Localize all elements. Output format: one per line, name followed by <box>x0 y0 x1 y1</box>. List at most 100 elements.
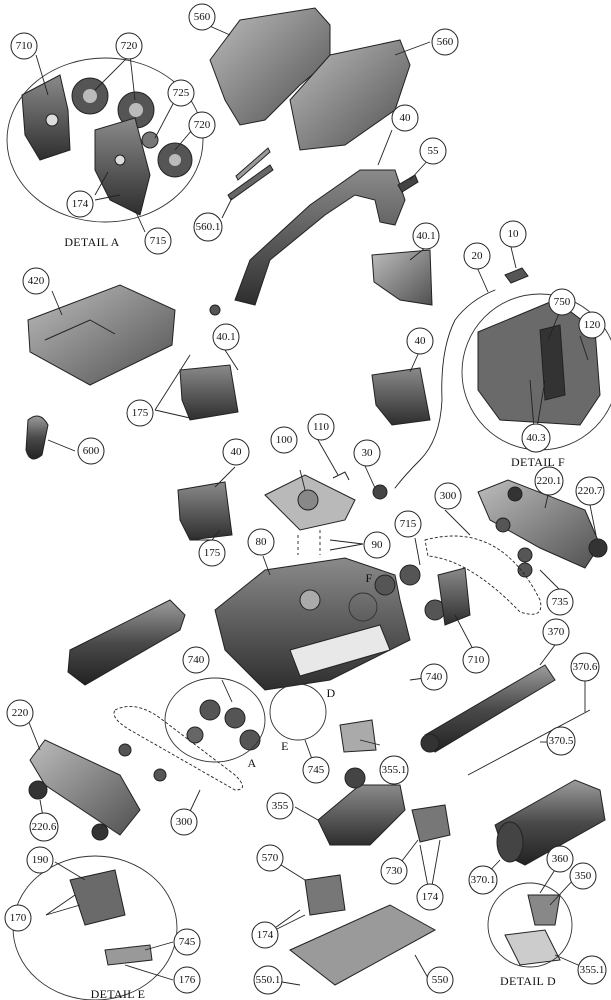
svg-text:710: 710 <box>468 654 485 666</box>
svg-text:40.3: 40.3 <box>526 432 546 444</box>
callout-370-6: 370.6 <box>570 652 600 682</box>
svg-text:174: 174 <box>72 198 89 210</box>
callout-80: 80 <box>247 528 275 556</box>
svg-text:220.6: 220.6 <box>32 821 57 833</box>
callout-370-5: 370.5 <box>546 726 576 756</box>
svg-text:40.1: 40.1 <box>416 230 435 242</box>
callout-300b: 300 <box>170 808 198 836</box>
svg-text:745: 745 <box>179 936 196 948</box>
callout-90: 90 <box>363 531 391 559</box>
svg-text:100: 100 <box>276 434 293 446</box>
svg-text:550.1: 550.1 <box>256 974 281 986</box>
svg-text:600: 600 <box>83 445 100 457</box>
callout-40c: 40 <box>222 438 250 466</box>
detail-a-title: DETAIL A <box>64 235 119 249</box>
marker-f: F <box>366 571 373 585</box>
svg-text:720: 720 <box>121 40 138 52</box>
handle-40 <box>234 169 406 306</box>
svg-text:40: 40 <box>231 446 243 458</box>
hose-20 <box>394 289 496 489</box>
callout-560b: 560 <box>431 28 459 56</box>
bracket-40-right <box>371 367 431 426</box>
detail-a-gear-assembly <box>21 74 193 216</box>
callout-220-1: 220.1 <box>534 466 564 496</box>
svg-text:570: 570 <box>262 852 279 864</box>
callout-560-1: 560.1 <box>193 212 223 242</box>
callout-720a: 720 <box>115 32 143 60</box>
svg-text:10: 10 <box>508 228 520 240</box>
detail-f-title: DETAIL F <box>511 455 565 469</box>
callout-110: 110 <box>307 413 335 441</box>
svg-text:350: 350 <box>575 870 592 882</box>
shaft-370-5 <box>467 709 591 776</box>
part-600 <box>25 415 49 460</box>
connector-10 <box>504 267 529 284</box>
svg-text:80: 80 <box>256 536 268 548</box>
callout-560a: 560 <box>188 3 216 31</box>
svg-text:220.7: 220.7 <box>578 485 603 497</box>
svg-text:220: 220 <box>12 707 29 719</box>
screw-55 <box>397 174 419 193</box>
callout-355: 355 <box>266 792 294 820</box>
callout-174a: 174 <box>66 190 94 218</box>
svg-text:550: 550 <box>432 974 449 986</box>
svg-text:715: 715 <box>150 235 167 247</box>
bracket-40-left <box>177 481 233 541</box>
callout-20: 20 <box>463 242 491 270</box>
detail-titles: DETAIL A DETAIL F DETAIL E DETAIL D F A … <box>64 235 565 1000</box>
svg-text:220.1: 220.1 <box>537 475 562 487</box>
svg-text:720: 720 <box>194 119 211 131</box>
callout-175b: 175 <box>198 539 226 567</box>
impeller-355-1 <box>339 719 377 753</box>
bracket-40-1-lower <box>179 364 239 421</box>
part-730 <box>411 804 451 843</box>
callout-120: 120 <box>578 311 606 339</box>
callout-170: 170 <box>4 904 32 932</box>
callout-370-1: 370.1 <box>468 865 498 895</box>
callout-174b: 174 <box>416 883 444 911</box>
svg-text:90: 90 <box>372 539 384 551</box>
bracket-40-1-upper <box>371 249 433 306</box>
callout-40-1b: 40.1 <box>212 323 240 351</box>
callout-600: 600 <box>77 437 105 465</box>
roller-left <box>67 599 186 686</box>
callout-10: 10 <box>499 220 527 248</box>
callout-420: 420 <box>22 267 50 295</box>
svg-text:710: 710 <box>16 40 33 52</box>
lid-420 <box>27 284 176 386</box>
svg-text:190: 190 <box>32 854 49 866</box>
callout-750: 750 <box>548 288 576 316</box>
svg-text:370: 370 <box>548 626 565 638</box>
svg-text:715: 715 <box>400 518 417 530</box>
marker-e: E <box>281 739 289 753</box>
callout-100: 100 <box>270 426 298 454</box>
svg-text:40: 40 <box>400 112 412 124</box>
svg-text:355.1: 355.1 <box>580 964 605 976</box>
callout-355-1b: 355.1 <box>577 955 607 985</box>
svg-text:745: 745 <box>308 764 325 776</box>
callout-40b: 40 <box>406 327 434 355</box>
callout-725: 725 <box>167 79 195 107</box>
detail-e-title: DETAIL E <box>91 987 146 1000</box>
callout-55: 55 <box>419 137 447 165</box>
callout-174c: 174 <box>251 921 279 949</box>
callout-350: 350 <box>569 862 597 890</box>
svg-text:730: 730 <box>386 865 403 877</box>
svg-text:750: 750 <box>554 296 571 308</box>
svg-text:300: 300 <box>176 816 193 828</box>
svg-text:300: 300 <box>440 490 457 502</box>
svg-text:370.1: 370.1 <box>471 874 496 886</box>
svg-text:735: 735 <box>552 596 569 608</box>
callout-740a: 740 <box>182 646 210 674</box>
part-570 <box>304 874 346 916</box>
cover-560-right <box>289 39 411 151</box>
callout-355-1a: 355.1 <box>379 755 409 785</box>
callout-710b: 710 <box>462 646 490 674</box>
svg-text:40.1: 40.1 <box>216 331 235 343</box>
callout-730: 730 <box>380 857 408 885</box>
callout-40a: 40 <box>391 104 419 132</box>
callout-745a: 745 <box>302 756 330 784</box>
svg-text:170: 170 <box>10 912 27 924</box>
callout-190: 190 <box>26 846 54 874</box>
